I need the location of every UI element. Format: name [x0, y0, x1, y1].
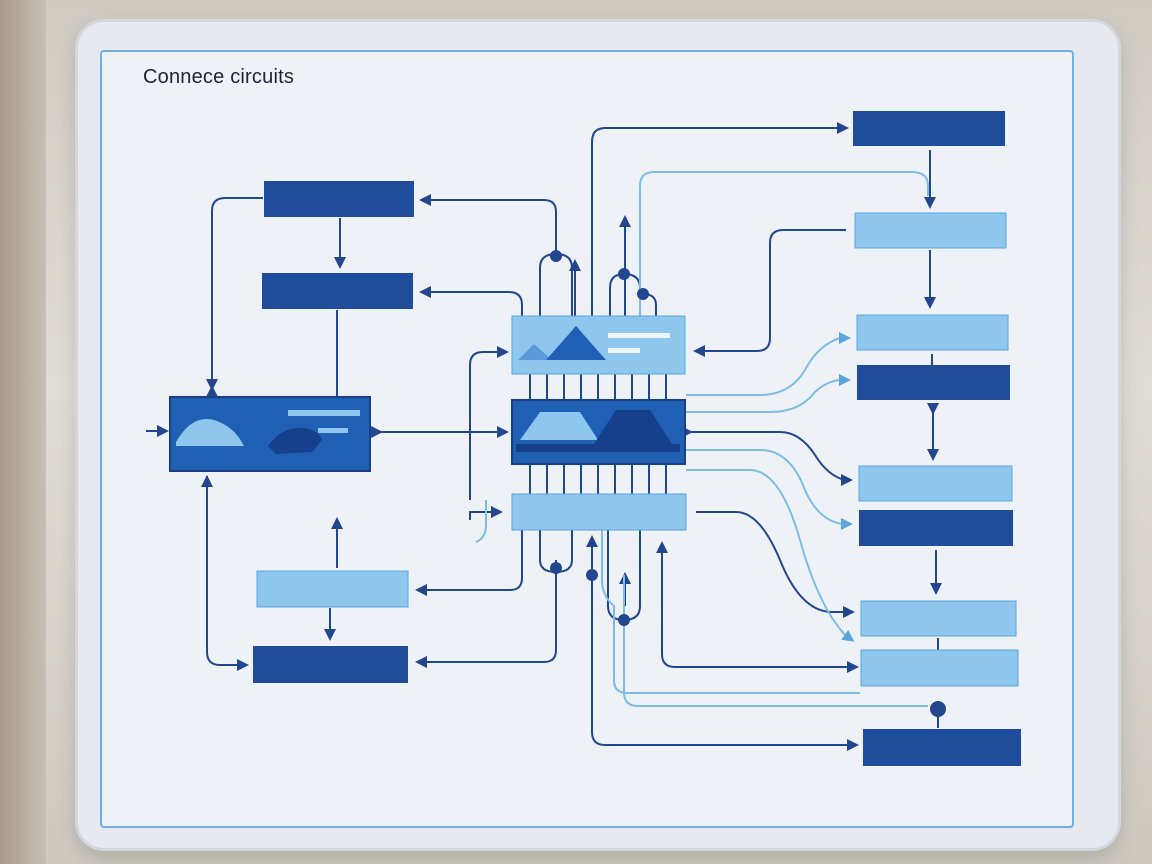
diagram-title: Connece circuits [143, 66, 295, 88]
block-center-bottom [511, 493, 687, 531]
block-right-8 [860, 649, 1019, 687]
block-right-9 [863, 729, 1021, 766]
block-left-main [169, 396, 371, 472]
block-center-middle [511, 399, 686, 465]
block-right-4 [857, 365, 1010, 400]
block-left-light [256, 570, 409, 608]
block-center-top [511, 315, 686, 375]
block-right-6 [859, 510, 1013, 546]
block-right-5 [858, 465, 1013, 502]
junction-dots [550, 250, 946, 717]
block-right-3 [856, 314, 1009, 351]
desk-edge [0, 0, 46, 864]
block-right-7 [860, 600, 1017, 637]
connectors-dark [146, 122, 942, 751]
block-left-2 [262, 273, 413, 309]
block-left-bottom [253, 646, 408, 683]
block-left-1 [264, 181, 414, 217]
connectors-light [475, 171, 929, 707]
block-right-2 [854, 212, 1007, 249]
block-right-1 [853, 111, 1005, 146]
center-bus-lines [529, 374, 667, 494]
